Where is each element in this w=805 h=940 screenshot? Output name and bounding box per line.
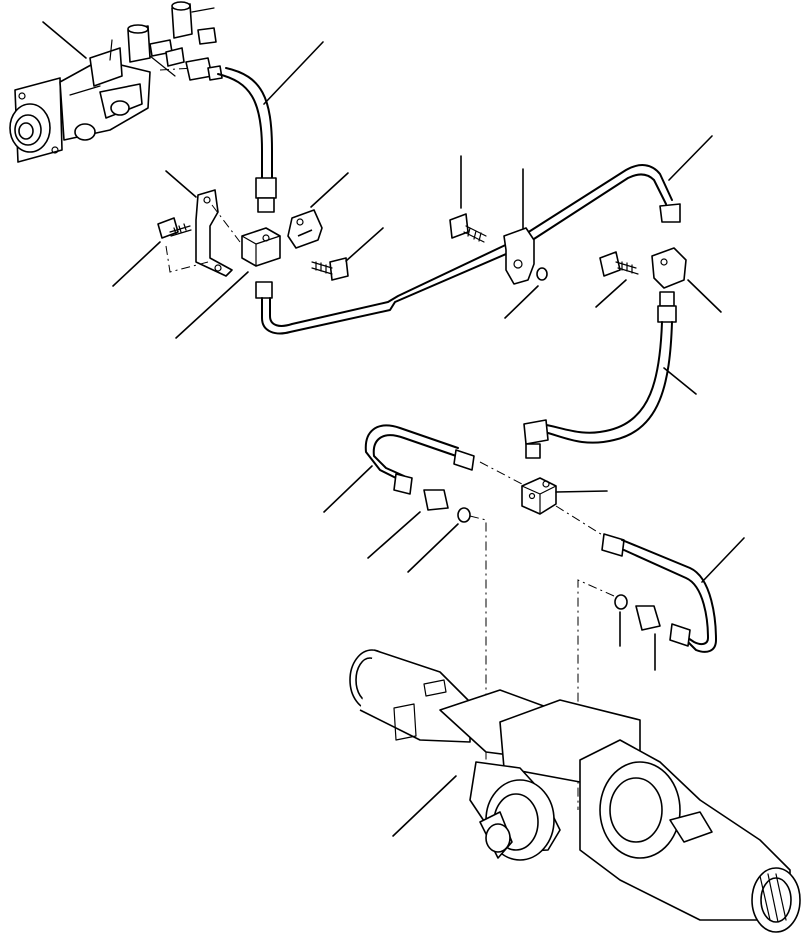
bolt-right [599, 251, 639, 277]
leader-bolt-right [595, 279, 627, 308]
leader-master-cylinder [42, 21, 87, 59]
leader-block-right [687, 279, 722, 313]
leader-left-adapter [367, 511, 421, 559]
master-cylinder [9, 39, 151, 163]
leader-left-oring [407, 523, 459, 573]
leader-upper-hose [263, 41, 324, 105]
leader-lower-hose [663, 367, 697, 395]
leader-axle-housing [392, 775, 457, 837]
axle-housing [349, 649, 801, 933]
long-brake-tube [261, 164, 681, 335]
reservoir-fittings [127, 1, 217, 77]
tube-clamp-center [503, 227, 548, 285]
upper-flex-hose [185, 57, 277, 213]
leader-bolt-left [112, 241, 161, 287]
junction-block-left [241, 227, 281, 299]
bolt-center-left [311, 257, 349, 281]
leader-left-tube [323, 465, 373, 513]
leader-tee-block [555, 490, 608, 493]
clip-small-upper [287, 209, 323, 249]
leader-bolt-mid [345, 227, 384, 262]
bolt-center [449, 213, 487, 243]
left-axle-tube [364, 424, 475, 495]
leader-right-tube [701, 537, 745, 583]
callout-leaders [42, 21, 745, 837]
junction-block-right [651, 247, 687, 307]
lower-flex-hose [523, 305, 677, 459]
left-adapter [423, 489, 471, 523]
right-adapter [614, 594, 661, 631]
leader-clip-upper [310, 172, 349, 208]
bolt-left [157, 217, 209, 273]
mounting-bracket-left [195, 189, 233, 277]
leader-block-left [175, 271, 249, 339]
leader-bracket [165, 170, 197, 198]
tee-block [521, 477, 557, 515]
right-axle-tube [601, 533, 717, 653]
leader-washer-center [504, 285, 539, 319]
leader-long-tube [668, 135, 713, 181]
